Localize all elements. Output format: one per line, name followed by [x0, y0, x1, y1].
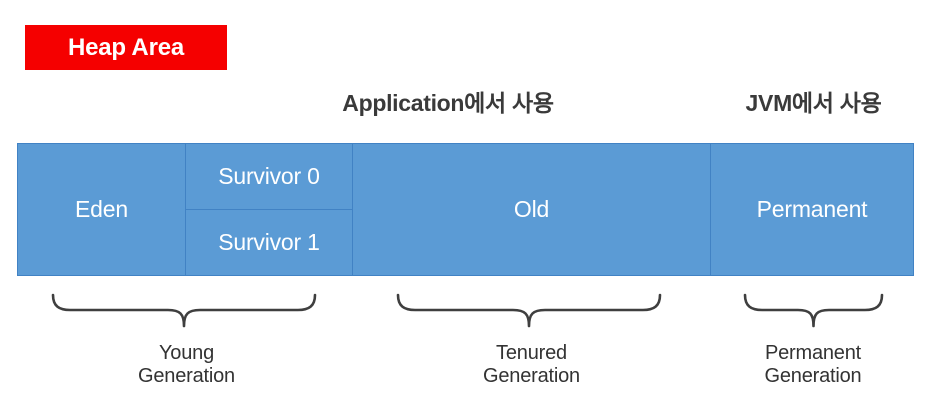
tenured-generation-brace [395, 292, 663, 332]
application-usage-caption: Application에서 사용 [342, 90, 554, 116]
heap-area-badge-label: Heap Area [67, 33, 185, 61]
heap-area-badge: Heap Area [25, 25, 227, 70]
memory-region-eden: Eden [18, 144, 186, 275]
memory-region-survivor-1-label: Survivor 1 [218, 228, 320, 255]
young-generation-caption: Young Generation [138, 342, 235, 387]
memory-region-old: Old [353, 144, 711, 275]
memory-region-survivor-0-label: Survivor 0 [218, 162, 320, 189]
young-generation-brace [50, 292, 318, 332]
curly-brace-icon [743, 293, 884, 328]
memory-region-permanent: Permanent [711, 144, 913, 275]
permanent-generation-brace [742, 292, 885, 332]
heap-memory-bar: Eden Survivor 0 Survivor 1 Old Permanent [17, 143, 914, 276]
memory-region-survivors: Survivor 0 Survivor 1 [186, 144, 353, 275]
memory-region-survivor-1: Survivor 1 [186, 209, 352, 275]
jvm-usage-caption: JVM에서 사용 [745, 90, 882, 116]
memory-region-eden-label: Eden [75, 196, 128, 222]
memory-region-survivor-0: Survivor 0 [186, 144, 352, 210]
memory-region-permanent-label: Permanent [756, 196, 868, 222]
curly-brace-icon [396, 293, 662, 328]
permanent-generation-caption: Permanent Generation [764, 342, 862, 387]
tenured-generation-caption: Tenured Generation [483, 342, 580, 387]
memory-region-old-label: Old [513, 196, 550, 222]
curly-brace-icon [51, 293, 317, 328]
